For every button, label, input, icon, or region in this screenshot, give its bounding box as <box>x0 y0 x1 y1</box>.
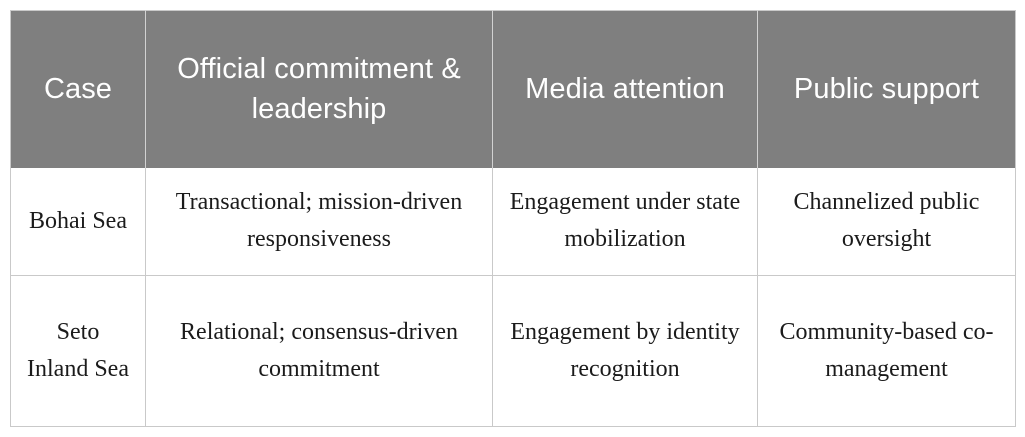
comparison-table-container: Case Official commitment & leadership Me… <box>10 10 1016 427</box>
table-row: Seto Inland Sea Relational; consensus-dr… <box>10 275 1016 427</box>
table-header-row: Case Official commitment & leadership Me… <box>10 10 1016 168</box>
table-row: Bohai Sea Transactional; mission-driven … <box>10 167 1016 276</box>
cell-case: Bohai Sea <box>10 167 146 276</box>
table-body: Bohai Sea Transactional; mission-driven … <box>10 167 1016 427</box>
column-header-media-attention: Media attention <box>492 10 758 168</box>
cell-media-attention: Engagement under state mobilization <box>492 167 758 276</box>
column-header-case: Case <box>10 10 146 168</box>
column-header-public-support: Public support <box>757 10 1016 168</box>
table-header: Case Official commitment & leadership Me… <box>10 10 1016 168</box>
cell-official-commitment-leadership: Relational; consensus-driven commitment <box>145 275 493 427</box>
cell-public-support: Community-based co-management <box>757 275 1016 427</box>
cell-media-attention: Engagement by identity recognition <box>492 275 758 427</box>
cell-case: Seto Inland Sea <box>10 275 146 427</box>
case-comparison-table: Case Official commitment & leadership Me… <box>10 10 1016 427</box>
cell-official-commitment-leadership: Transactional; mission-driven responsive… <box>145 167 493 276</box>
cell-public-support: Channelized public oversight <box>757 167 1016 276</box>
column-header-official-commitment-leadership: Official commitment & leadership <box>145 10 493 168</box>
